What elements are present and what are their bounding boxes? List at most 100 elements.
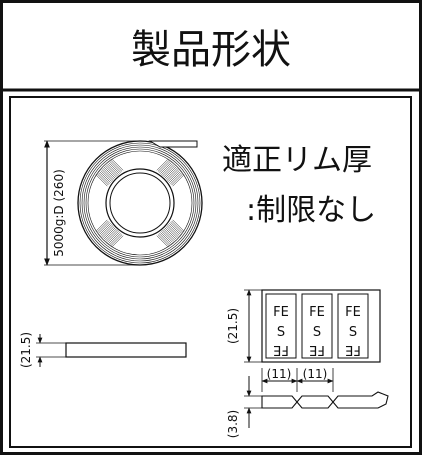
reel-ring (87, 150, 193, 256)
reel-spoke-line (104, 165, 117, 178)
reel-spoke-line (164, 227, 177, 240)
reel-spoke-line (163, 228, 176, 241)
reel-spoke-line (102, 226, 115, 239)
reel-spoke-line (167, 224, 180, 236)
reel-spoke-line (98, 221, 110, 234)
reel-spoke-line (103, 166, 116, 179)
reel-spoke-line (166, 169, 179, 181)
reel-spoke-line (165, 226, 178, 239)
reel-spoke-line (103, 227, 116, 240)
reel-spoke-line (170, 221, 182, 234)
depth-label: (3.8) (226, 410, 240, 438)
tape-cell-frame (337, 293, 369, 359)
reel-spoke-line (100, 170, 113, 182)
reel-spoke-line (107, 163, 119, 176)
reel-spoke-line (157, 234, 170, 247)
page-title: 製品形状 (131, 27, 291, 73)
reel-spoke-line (169, 171, 181, 183)
tape-cell-mark: FE (273, 342, 289, 357)
reel-spoke-line (156, 158, 169, 171)
reel-spoke-line (170, 172, 182, 185)
reel-ring (79, 142, 201, 264)
tape-cell-frame (265, 293, 297, 359)
reel-spoke-line (157, 159, 170, 172)
reel-spoke-line (111, 158, 124, 171)
side-view: (21.5) (19, 332, 187, 368)
reel-spoke-line (108, 232, 120, 244)
tape-cell-mark: FE (309, 342, 325, 357)
pitch-label-2: (11) (303, 367, 328, 381)
reel-spoke-line (104, 228, 117, 241)
reel-spoke-line (107, 230, 119, 243)
reel-spoke (95, 219, 124, 248)
reel-dimension-label: 5000g:D (260) (52, 169, 66, 257)
reel-ring (83, 146, 197, 260)
reel-spoke-hatching (95, 158, 185, 248)
reel-spoke-line (166, 225, 179, 237)
reel-spoke-line (161, 163, 173, 176)
reel-spoke-line (108, 162, 120, 174)
reel-spoke-line (109, 161, 122, 173)
reel-spoke-line (100, 224, 113, 236)
reel-spoke-line (98, 172, 110, 185)
reel-spoke-line (95, 219, 108, 232)
reel-spoke-line (162, 164, 174, 177)
reel-spoke-line (110, 234, 123, 247)
reel-spoke-line (109, 233, 122, 245)
reel-spoke-line (161, 230, 173, 243)
reel-spoke-line (171, 220, 184, 233)
reel-spoke-line (169, 223, 181, 235)
tape-cell-mark: S (277, 325, 285, 340)
reel-spoke (95, 158, 124, 187)
side-view-thickness-label: (21.5) (19, 332, 33, 368)
reel-spoke-line (106, 229, 118, 242)
reel-spoke-line (156, 235, 169, 248)
tape-cell-mark: FE (273, 305, 289, 320)
reel-spoke-line (99, 223, 111, 235)
reel-spoke-line (171, 173, 184, 186)
reel-ring (85, 148, 195, 258)
reel-spoke-line (106, 164, 118, 177)
tape-cell-mark: FE (309, 305, 325, 320)
tape-cell: FE S FE (301, 293, 333, 359)
reel-spoke-line (167, 170, 180, 182)
side-view-strip (65, 342, 187, 358)
reel-spoke (156, 219, 185, 248)
reel-spoke-line (160, 232, 172, 244)
tape-cell-mark: S (349, 325, 357, 340)
reel-spoke-line (95, 174, 108, 187)
pitch-label-1: (11) (267, 367, 292, 381)
reel-spoke-line (160, 162, 172, 174)
reel-spoke-line (164, 166, 177, 179)
reel-spoke-line (96, 220, 109, 233)
reel-spoke-line (172, 219, 185, 232)
reel-spoke-line (96, 173, 109, 186)
reel-spoke (156, 158, 185, 187)
reel-spoke-line (101, 169, 114, 181)
reel-hub-inner (109, 172, 171, 234)
tape-body (261, 289, 381, 363)
reel-spoke-line (163, 165, 176, 178)
reel-spoke-line (102, 167, 115, 180)
reel-spoke-line (111, 235, 124, 248)
reel-tape-tail (148, 140, 198, 148)
reel-spoke-line (158, 233, 171, 245)
tape-cell-frame (301, 293, 333, 359)
segment-edge-strip (261, 391, 389, 409)
rim-spec-line-1: 適正リム厚 (222, 143, 372, 178)
reel-spoke-line (165, 167, 178, 180)
reel-hub (105, 168, 175, 238)
reel-spoke-line (110, 159, 123, 172)
detail-height-label: (21.5) (226, 308, 240, 344)
reel-drawing: 5000g:D (260) (44, 140, 203, 266)
tape-cell-mark: FE (345, 342, 361, 357)
reel-spoke-line (162, 229, 174, 242)
rim-spec-line-2: :制限なし (246, 193, 376, 228)
tape-cell-mark: S (313, 325, 321, 340)
reel-spoke-line (172, 174, 185, 187)
